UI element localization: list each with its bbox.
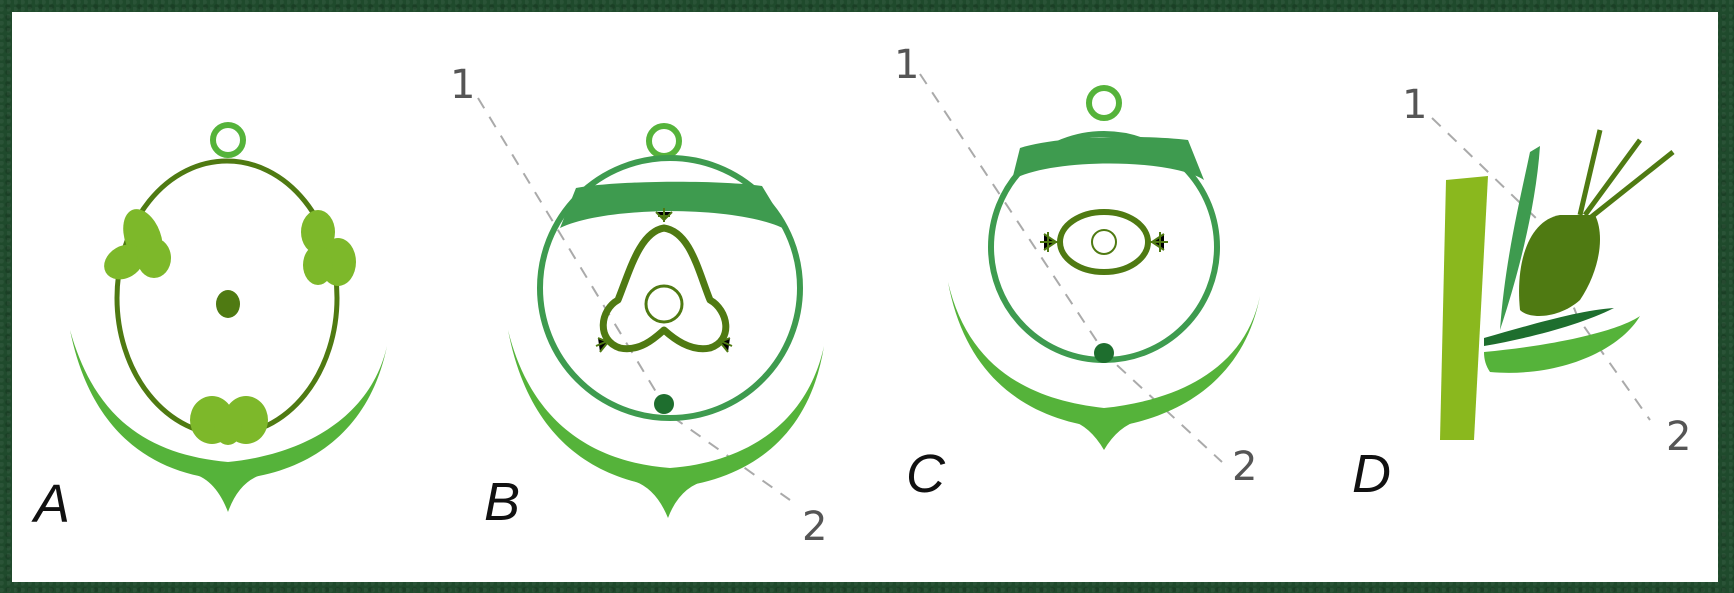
lobe-right xyxy=(301,210,356,286)
dashed-line xyxy=(478,98,790,500)
label-1: 1 xyxy=(894,42,919,88)
label-1: 1 xyxy=(450,62,475,108)
axis-circle xyxy=(649,126,679,156)
lobe-left xyxy=(98,204,171,287)
floral-diagrams: A 1 2 B 1 xyxy=(12,12,1718,582)
axis-dot xyxy=(654,394,674,414)
stem xyxy=(1440,176,1488,440)
diagram-c: 1 2 C xyxy=(894,42,1260,504)
label-2: 2 xyxy=(802,504,827,550)
panel-letter: A xyxy=(31,474,70,534)
palea xyxy=(560,182,790,232)
ovule xyxy=(646,286,682,322)
label-2: 2 xyxy=(1232,444,1257,490)
diagram-panel: A 1 2 B 1 xyxy=(12,12,1718,582)
floret-body xyxy=(1519,215,1600,316)
lobe-bottom xyxy=(190,396,268,445)
ovule xyxy=(1092,230,1116,254)
label-1: 1 xyxy=(1402,82,1427,128)
ovary-trilobed xyxy=(603,228,726,349)
label-2: 2 xyxy=(1666,414,1691,460)
axis-circle xyxy=(213,125,243,155)
bract-tip xyxy=(190,473,268,512)
diagram-d: 1 2 D xyxy=(1352,82,1691,504)
center-dot xyxy=(216,290,240,318)
bract-tip xyxy=(1070,420,1140,450)
diagram-b: 1 2 B xyxy=(450,62,827,550)
axis-dot xyxy=(1094,343,1114,363)
panel-letter: D xyxy=(1352,444,1391,504)
bract-tip xyxy=(630,480,708,518)
panel-letter: C xyxy=(906,444,946,504)
ovary-bilobed xyxy=(1060,212,1148,272)
palea xyxy=(1012,137,1204,180)
axis-circle xyxy=(1089,88,1119,118)
panel-letter: B xyxy=(484,472,520,532)
awns xyxy=(1580,130,1673,218)
diagram-a: A xyxy=(31,125,387,534)
